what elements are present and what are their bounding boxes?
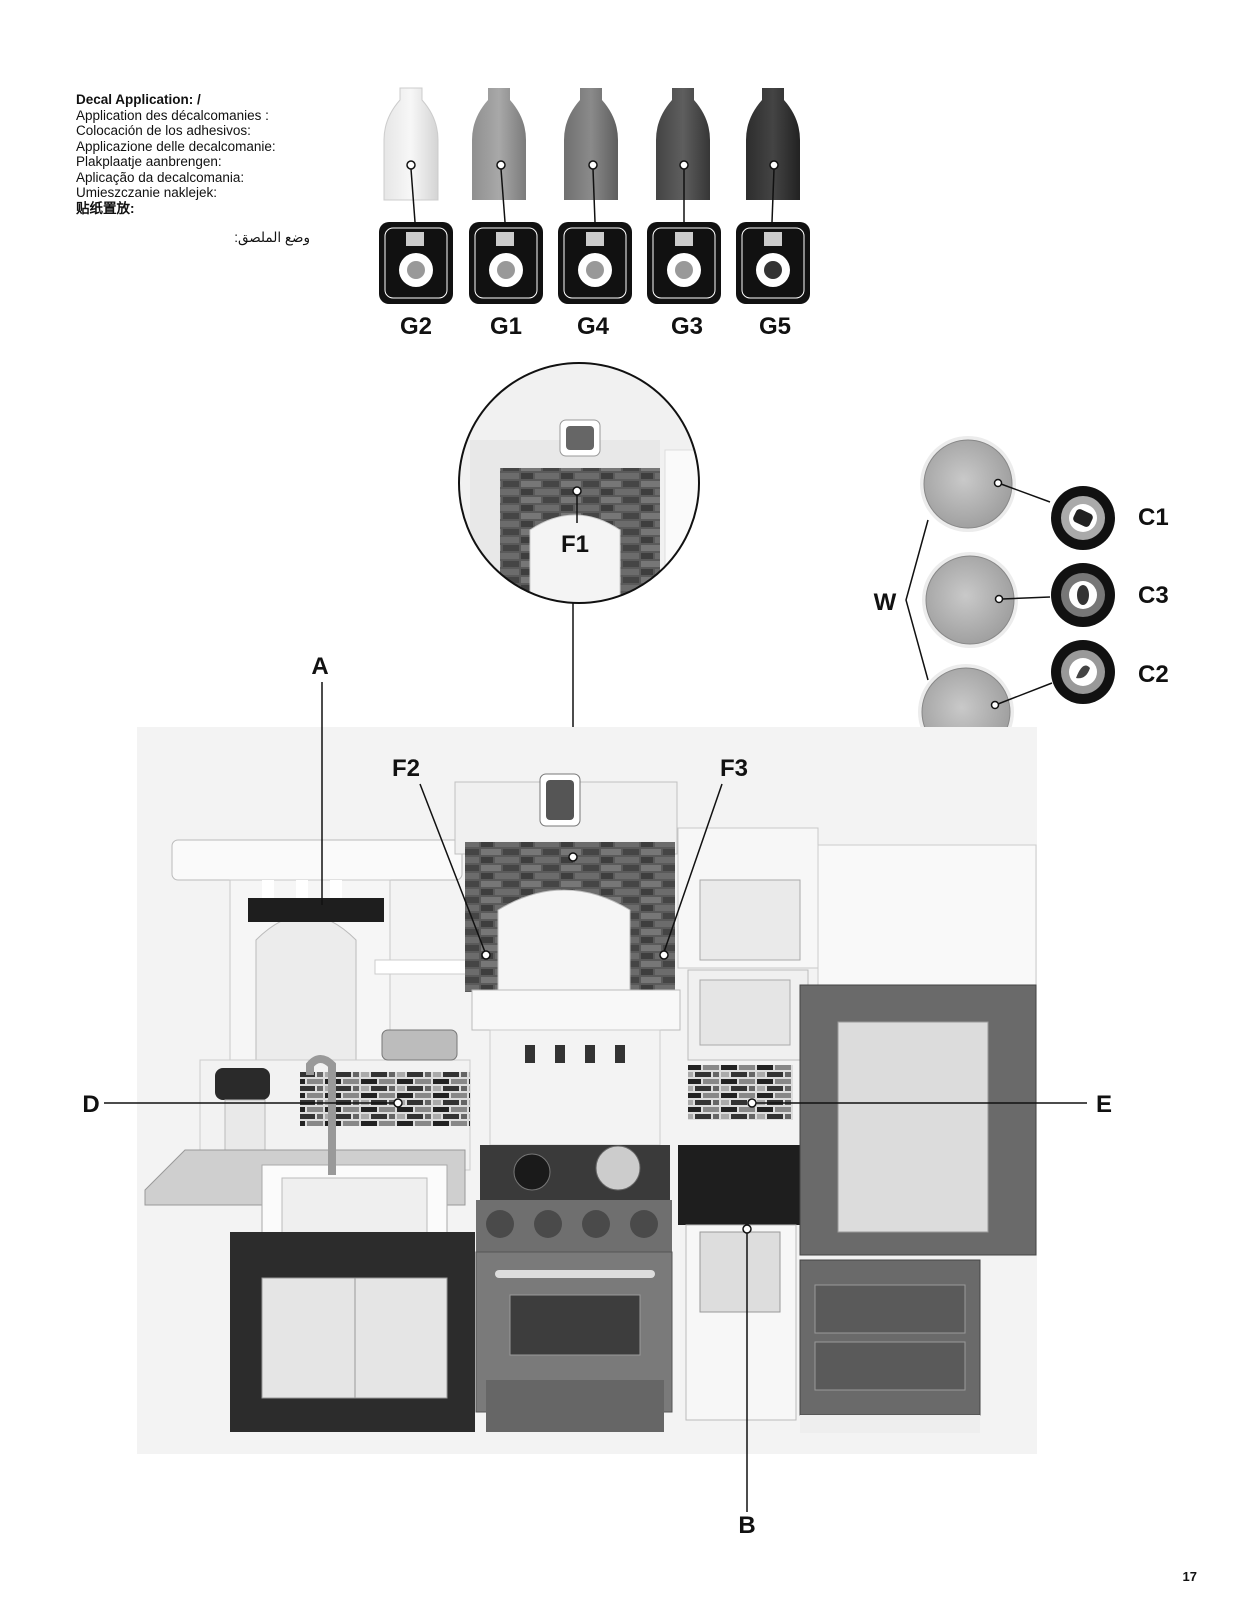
- callout-group-d: D: [82, 1091, 403, 1118]
- callout-f3: F3: [720, 755, 748, 782]
- knob-w-2: [922, 552, 1051, 648]
- callout-c2: C2: [1138, 661, 1169, 688]
- header-line-fr: Application des décalcomanies :: [76, 107, 269, 123]
- bottle-decal-g1: G1: [469, 88, 543, 340]
- header-line-pl: Umieszczanie naklejek:: [76, 185, 218, 200]
- bracket-w: W: [874, 519, 929, 681]
- bottle-decal-g3: G3: [647, 88, 721, 340]
- callout-c1: C1: [1138, 504, 1169, 531]
- decal-c1: C1: [1051, 486, 1169, 550]
- callout-f2: F2: [392, 755, 420, 782]
- page-number: 17: [1182, 1569, 1197, 1584]
- callout-e: E: [1096, 1091, 1112, 1118]
- callout-a: A: [311, 653, 328, 680]
- callout-group-b: B: [738, 1224, 756, 1539]
- decal-c3: C3: [1051, 563, 1169, 627]
- callout-b: B: [738, 1512, 755, 1539]
- bottle-decal-g5: G5: [736, 88, 810, 340]
- bottle-decal-g4: G4: [558, 88, 632, 340]
- callout-group-a: A: [311, 653, 329, 905]
- header-line-it: Applicazione delle decalcomanie:: [76, 138, 276, 154]
- header-title: Decal Application: /: [76, 92, 201, 107]
- decal-application-header: Decal Application: / Application des déc…: [76, 92, 336, 246]
- decal-label-g5: G5: [759, 313, 791, 340]
- header-line-es: Colocación de los adhesivos:: [76, 123, 251, 138]
- anchor-f1-main: [568, 852, 578, 862]
- decal-label-g3: G3: [671, 313, 703, 340]
- knob-w-1: [920, 436, 1051, 532]
- callout-w: W: [874, 589, 897, 616]
- callout-group-e: E: [747, 1091, 1112, 1118]
- callout-group-f2: F2: [392, 755, 491, 960]
- header-line-ar: وضع الملصق:: [234, 230, 310, 245]
- callout-group-f3: F3: [659, 755, 748, 960]
- callout-d: D: [82, 1091, 99, 1118]
- decal-label-g4: G4: [577, 313, 610, 340]
- bottle-decal-g2: G2: [379, 87, 453, 340]
- play-kitchen: [137, 727, 1037, 1454]
- header-line-zh: 贴纸置放:: [76, 200, 135, 216]
- magnified-detail-f1: F1: [458, 362, 700, 604]
- callout-c3: C3: [1138, 582, 1169, 609]
- callout-f1: F1: [561, 531, 589, 558]
- decal-label-g2: G2: [400, 313, 432, 340]
- header-line-nl: Plakplaatje aanbrengen:: [76, 154, 222, 169]
- decal-label-g1: G1: [490, 313, 522, 340]
- header-line-pt: Aplicação da decalcomania:: [76, 169, 245, 185]
- decal-c2: C2: [1051, 640, 1169, 704]
